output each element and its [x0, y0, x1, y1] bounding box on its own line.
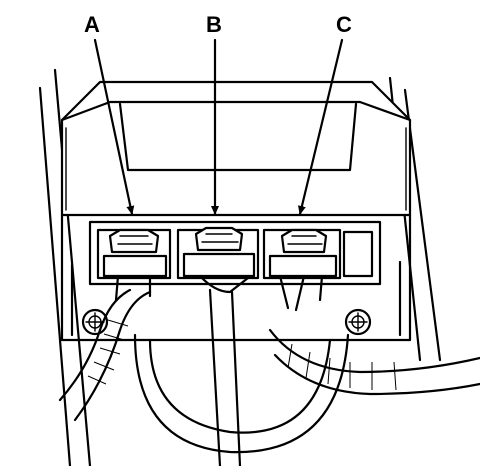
callout-label-a: A	[84, 12, 100, 37]
wire-harness-left	[58, 288, 152, 422]
callout-arrow-a	[93, 38, 135, 216]
connector-c	[268, 228, 338, 312]
callout-label-c: C	[336, 12, 352, 37]
wire-harness-loop	[133, 333, 350, 454]
wire-harness-right	[268, 328, 480, 396]
connector-b	[182, 226, 256, 294]
callout-arrows	[93, 38, 344, 216]
callout-label-b: B	[206, 12, 222, 37]
wire-harness-center	[208, 288, 242, 468]
callout-arrow-c	[297, 38, 344, 216]
connector-a	[102, 228, 168, 302]
mounting-bolt-right	[344, 308, 372, 336]
